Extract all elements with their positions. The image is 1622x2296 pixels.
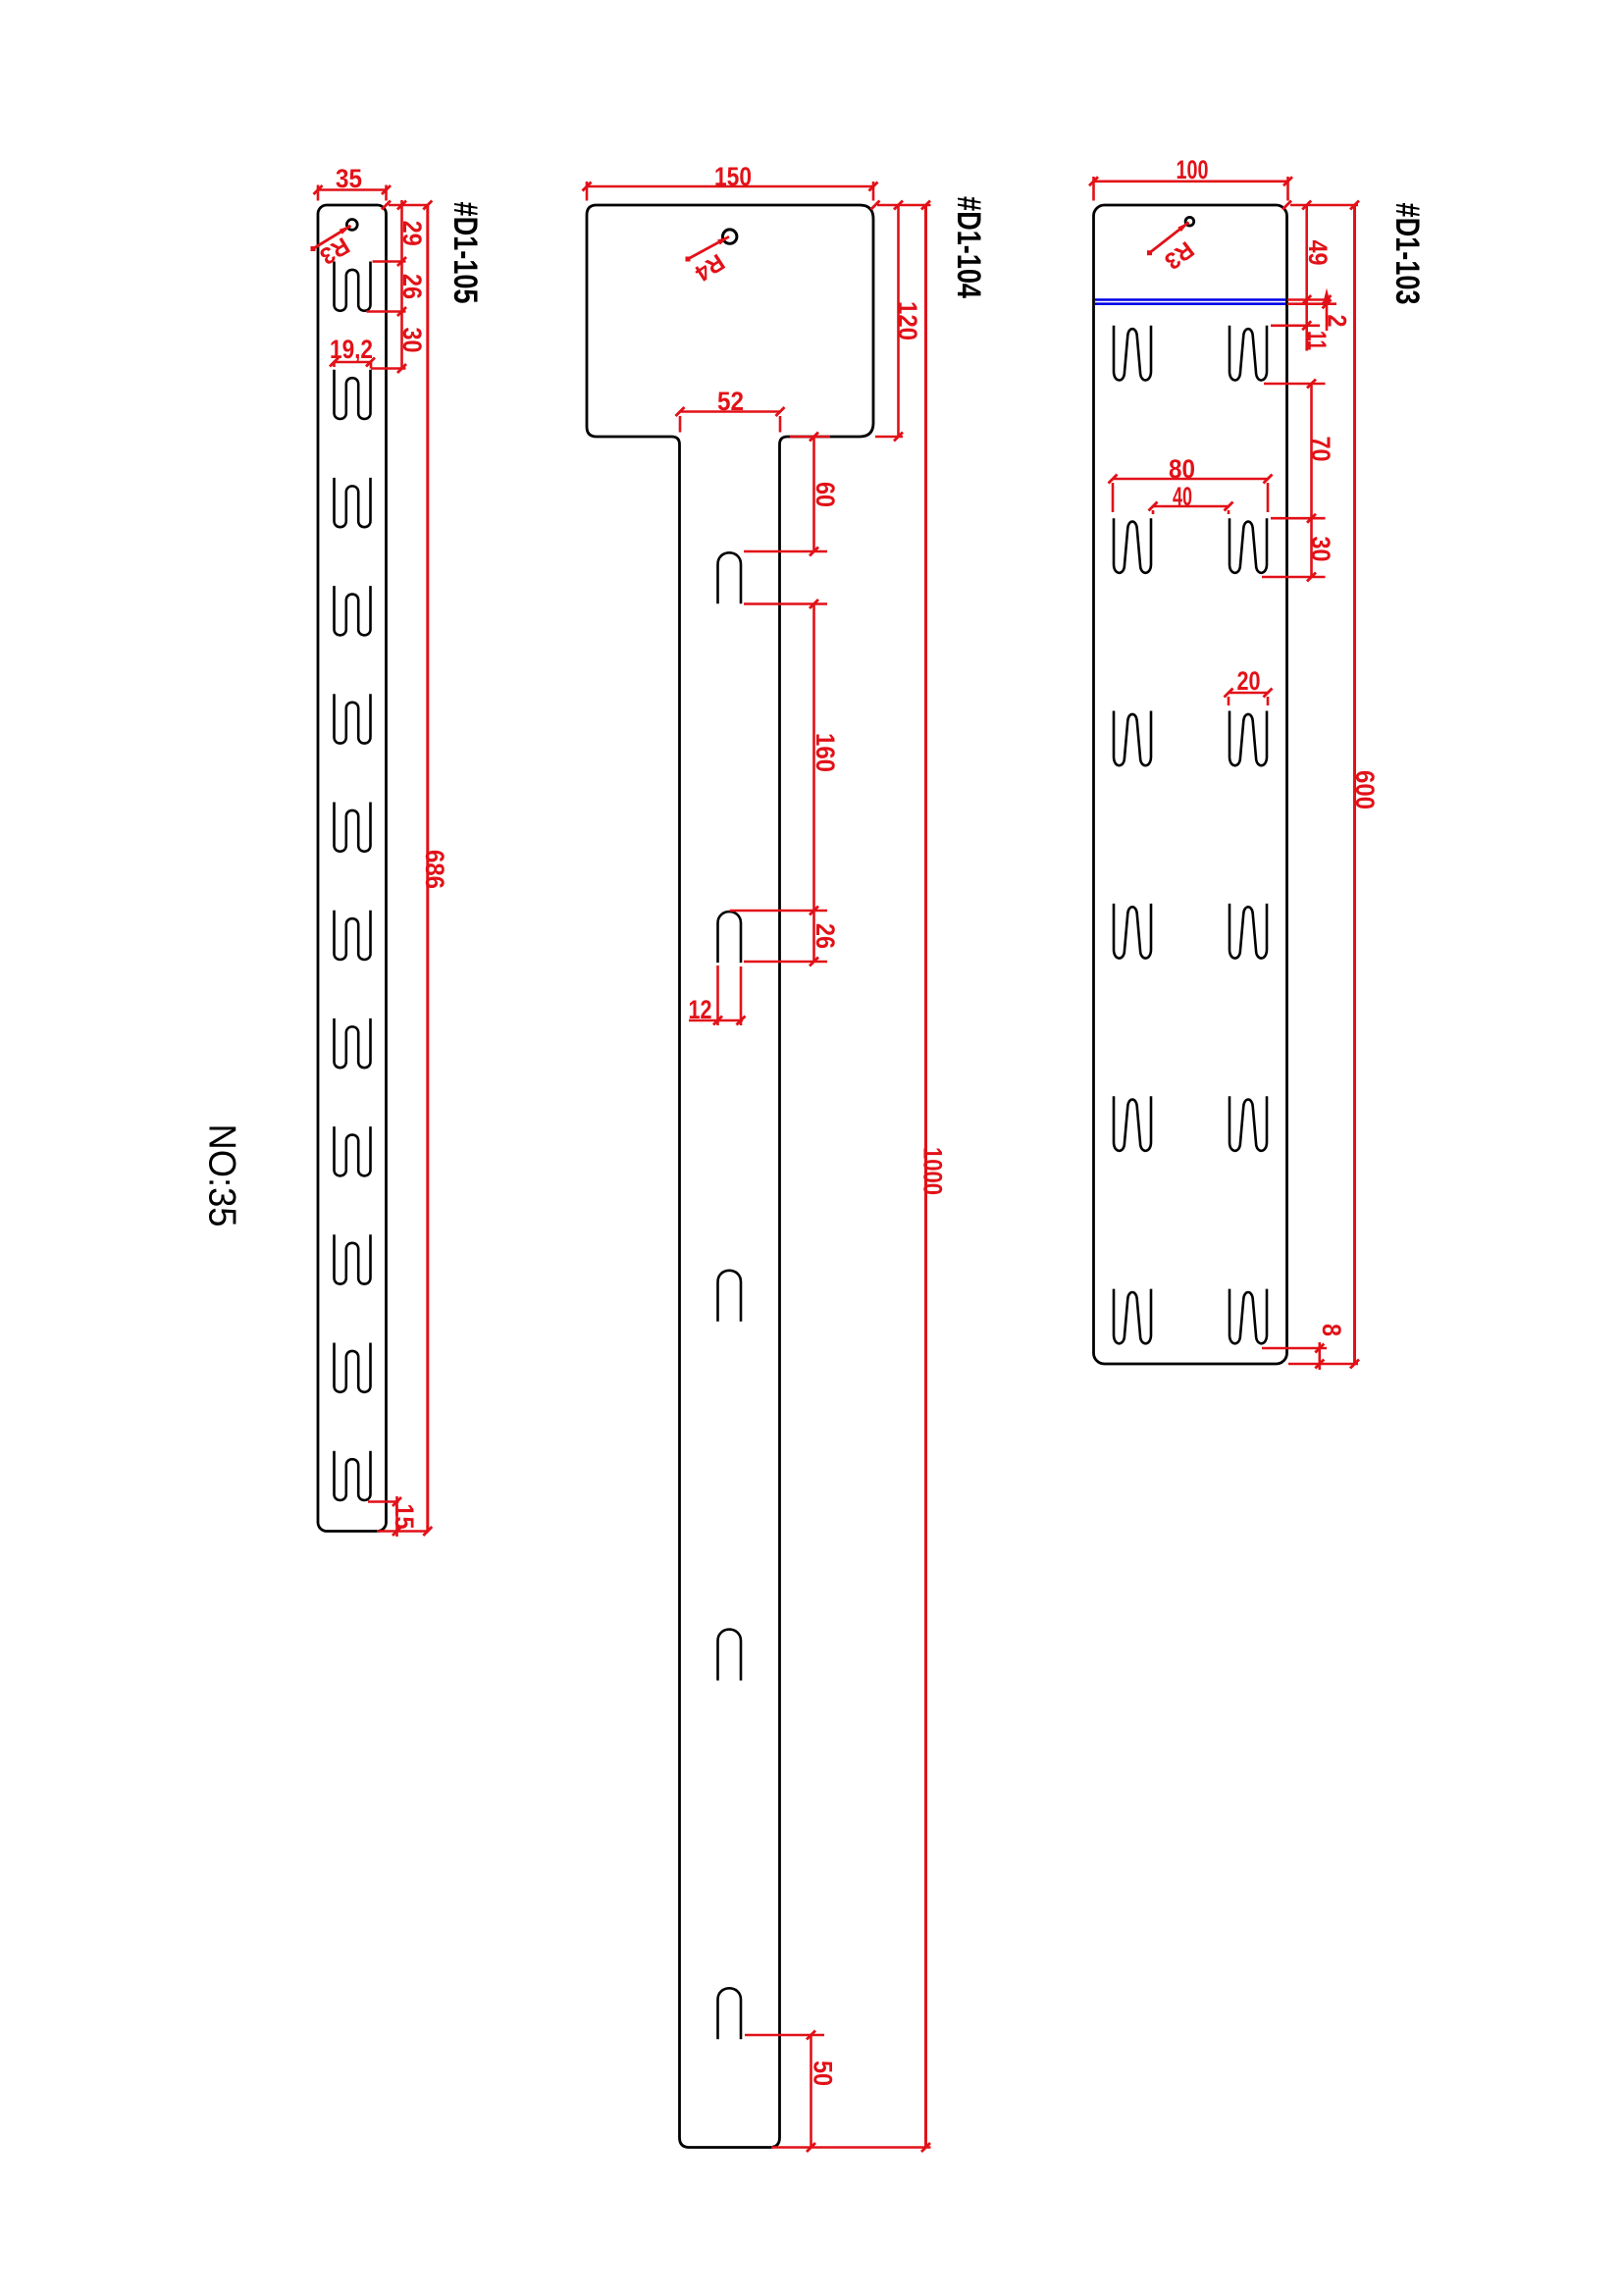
svg-text:30: 30 xyxy=(1306,537,1335,562)
svg-text:70: 70 xyxy=(1306,437,1335,462)
svg-text:15: 15 xyxy=(390,1504,419,1530)
svg-text:35: 35 xyxy=(336,164,362,193)
svg-text:40: 40 xyxy=(1173,482,1192,511)
svg-text:#D1-104: #D1-104 xyxy=(950,196,987,298)
svg-text:#D1-105: #D1-105 xyxy=(446,202,484,304)
svg-text:120: 120 xyxy=(893,301,922,340)
svg-text:52: 52 xyxy=(717,387,744,416)
svg-text:20: 20 xyxy=(1237,666,1261,696)
svg-text:12: 12 xyxy=(689,995,712,1024)
svg-text:50: 50 xyxy=(809,2061,838,2086)
svg-text:11: 11 xyxy=(1302,331,1332,350)
svg-text:26: 26 xyxy=(397,274,427,299)
svg-text:26: 26 xyxy=(811,923,840,949)
svg-text:30: 30 xyxy=(397,328,427,353)
svg-text:60: 60 xyxy=(811,482,840,507)
svg-text:8: 8 xyxy=(1317,1324,1346,1336)
svg-text:686: 686 xyxy=(420,850,449,889)
svg-text:150: 150 xyxy=(714,162,752,191)
svg-text:#D1-103: #D1-103 xyxy=(1388,203,1426,305)
svg-text:2: 2 xyxy=(1323,315,1352,328)
svg-text:1000: 1000 xyxy=(918,1147,948,1195)
svg-text:100: 100 xyxy=(1177,155,1209,184)
svg-text:19,2: 19,2 xyxy=(330,335,373,364)
svg-text:160: 160 xyxy=(811,733,840,772)
svg-text:80: 80 xyxy=(1169,454,1195,484)
svg-text:29: 29 xyxy=(397,221,427,246)
svg-text:600: 600 xyxy=(1350,770,1380,809)
svg-text:49: 49 xyxy=(1303,240,1333,266)
svg-text:NO:35: NO:35 xyxy=(201,1124,243,1227)
